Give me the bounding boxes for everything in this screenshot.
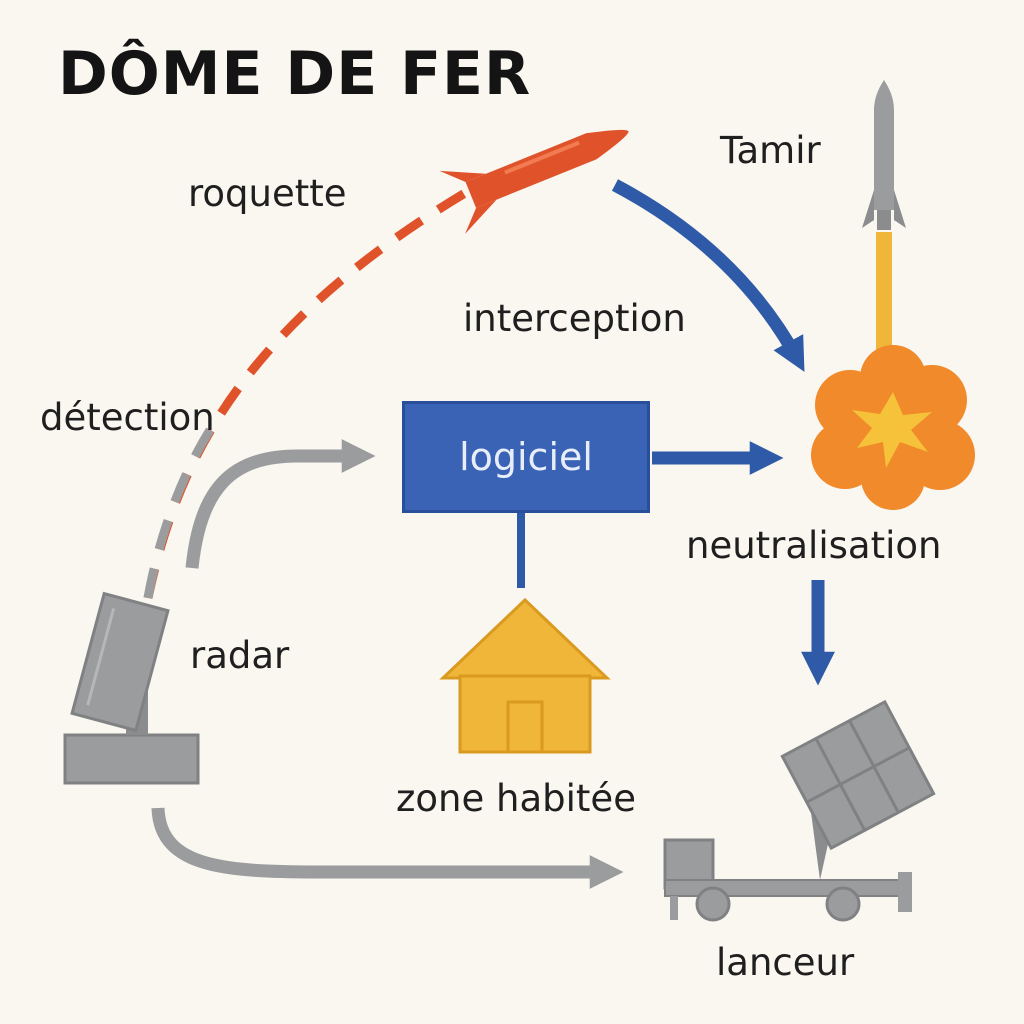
detection-label: détection [40, 396, 215, 439]
launcher-truck-icon [663, 699, 936, 922]
radar-to-software-arrow [185, 439, 376, 569]
interception-arrow [611, 179, 805, 372]
interception-label: interception [463, 297, 686, 340]
explosion-icon [811, 345, 975, 510]
software-box-shape [402, 401, 650, 513]
radar-detection-beam [143, 427, 214, 599]
radar-icon [63, 591, 200, 785]
radar-label: radar [190, 634, 290, 677]
radar-to-launcher-arrow [151, 807, 624, 889]
neutralisation-label: neutralisation [686, 524, 942, 567]
software-node: logiciel [402, 401, 650, 513]
launcher-label: lanceur [716, 941, 855, 984]
house-icon [439, 597, 611, 754]
populated-zone-label: zone habitée [396, 777, 636, 820]
rocket-label: roquette [188, 172, 347, 215]
diagram-title: DÔME DE FER [58, 39, 532, 109]
tamir-label: Tamir [720, 129, 821, 172]
missile-icon [862, 80, 906, 367]
rocket-icon [439, 129, 629, 234]
software-node-label: logiciel [459, 435, 593, 479]
